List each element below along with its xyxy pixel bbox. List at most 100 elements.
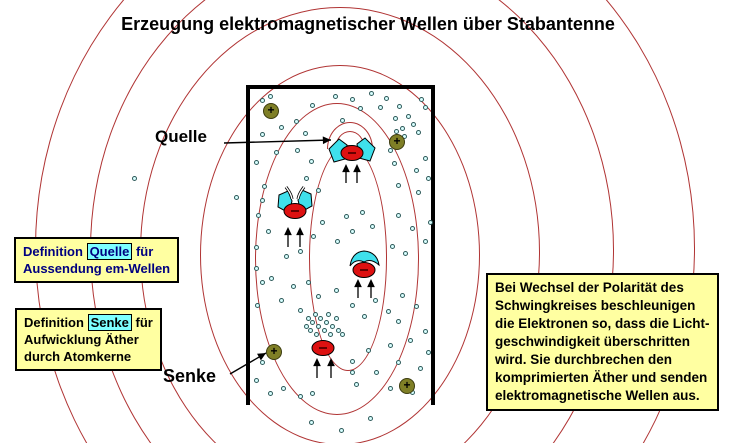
ether-dot: [384, 96, 389, 101]
ether-dot: [428, 220, 433, 225]
ether-dot: [254, 266, 259, 271]
ether-dot: [414, 304, 419, 309]
ether-dot: [403, 251, 408, 256]
ether-dot: [274, 150, 279, 155]
ether-dot: [316, 294, 321, 299]
ether-dot: [330, 324, 335, 329]
electron-icon: [311, 340, 335, 356]
ether-dot: [310, 103, 315, 108]
ether-dot: [397, 104, 402, 109]
ether-dot: [254, 378, 259, 383]
quelle-highlight: Quelle: [86, 243, 133, 260]
ether-dot: [396, 360, 401, 365]
ether-dot: [396, 213, 401, 218]
ether-dot: [304, 324, 309, 329]
ether-dot: [269, 276, 274, 281]
ether-dot: [310, 391, 315, 396]
definition-quelle-line1: Definition Quelle für: [23, 243, 170, 260]
electron-icon: [349, 250, 380, 278]
ether-dot: [358, 106, 363, 111]
atom-nucleus: +: [266, 344, 282, 360]
def-quelle-suffix: für: [135, 244, 154, 259]
explanation-box: Bei Wechsel der Polarität des Schwingkre…: [486, 273, 719, 411]
ether-dot: [308, 328, 313, 333]
ether-dot: [326, 312, 331, 317]
ether-dot: [298, 308, 303, 313]
definition-senke-line2: Aufwicklung Äther: [24, 332, 139, 347]
explanation-line: komprimierten Äther und senden: [495, 370, 708, 385]
ether-dot: [411, 122, 416, 127]
ether-dot: [362, 314, 367, 319]
ether-dot: [309, 420, 314, 425]
definition-quelle-line2: Aussendung em-Wellen: [23, 261, 171, 276]
ether-dot: [360, 210, 365, 215]
explanation-line: Schwingkreises beschleunigen: [495, 298, 696, 313]
ether-dot: [350, 229, 355, 234]
ether-dot: [374, 370, 379, 375]
ether-dot: [279, 125, 284, 130]
def-senke-prefix: Definition: [24, 315, 84, 330]
explanation-line: die Elektronen so, dass die Licht-: [495, 316, 710, 331]
ether-dot: [260, 98, 265, 103]
senke-highlight: Senke: [87, 314, 132, 331]
ether-dot: [370, 224, 375, 229]
ether-dot: [309, 159, 314, 164]
ether-dot: [132, 176, 137, 181]
definition-senke-line3: durch Atomkerne: [24, 349, 132, 364]
quelle-label: Quelle: [155, 127, 207, 146]
definition-senke-line1: Definition Senke für: [24, 314, 153, 331]
ether-dot: [418, 366, 423, 371]
ether-dot: [400, 126, 405, 131]
ether-dot: [393, 116, 398, 121]
ether-dot: [316, 188, 321, 193]
ether-dot: [344, 214, 349, 219]
page-title: Erzeugung elektromagnetischer Wellen übe…: [121, 14, 615, 34]
electron-fan-top: [344, 248, 384, 280]
senke-label: Senke: [163, 366, 217, 386]
ether-dot: [335, 239, 340, 244]
ether-dot: [284, 254, 289, 259]
ether-dot: [396, 319, 401, 324]
ether-dot: [423, 156, 428, 161]
explanation-line: wird. Sie durchbrechen den: [495, 352, 673, 367]
antenna-rod-rect: [246, 85, 435, 405]
atom-nucleus: +: [389, 134, 405, 150]
electron-wings-side: [326, 135, 378, 169]
definition-senke-box: Definition Senke für Aufwicklung Äther d…: [15, 308, 162, 371]
ether-dot: [414, 168, 419, 173]
ether-dot: [328, 332, 333, 337]
ether-dot: [416, 130, 421, 135]
def-quelle-prefix: Definition: [23, 244, 83, 259]
ether-dot: [304, 176, 309, 181]
ether-dot: [408, 338, 413, 343]
ether-dot: [313, 312, 318, 317]
ether-dot: [333, 94, 338, 99]
ether-dot: [316, 324, 321, 329]
ether-dot: [268, 94, 273, 99]
ether-dot: [322, 328, 327, 333]
ether-dot: [394, 129, 399, 134]
ether-dot: [406, 114, 411, 119]
explanation-line: elektromagnetische Wellen aus.: [495, 388, 700, 403]
ether-dot: [419, 97, 424, 102]
ether-dot: [291, 284, 296, 289]
ether-dot: [295, 148, 300, 153]
electron-icon: [277, 186, 313, 219]
ether-dot: [373, 298, 378, 303]
ether-dot: [260, 360, 265, 365]
ether-dot: [339, 428, 344, 433]
ether-dot: [354, 382, 359, 387]
atom-nucleus: +: [399, 378, 415, 394]
ether-dot: [368, 416, 373, 421]
ether-dot: [254, 245, 259, 250]
ether-dot: [279, 298, 284, 303]
ether-dot: [350, 303, 355, 308]
ether-dot: [318, 316, 323, 321]
ether-dot: [378, 105, 383, 110]
ether-dot: [254, 160, 259, 165]
ether-dot: [426, 350, 431, 355]
ether-dot: [281, 386, 286, 391]
ether-dot: [303, 131, 308, 136]
ether-dot: [386, 309, 391, 314]
ether-dot: [334, 288, 339, 293]
